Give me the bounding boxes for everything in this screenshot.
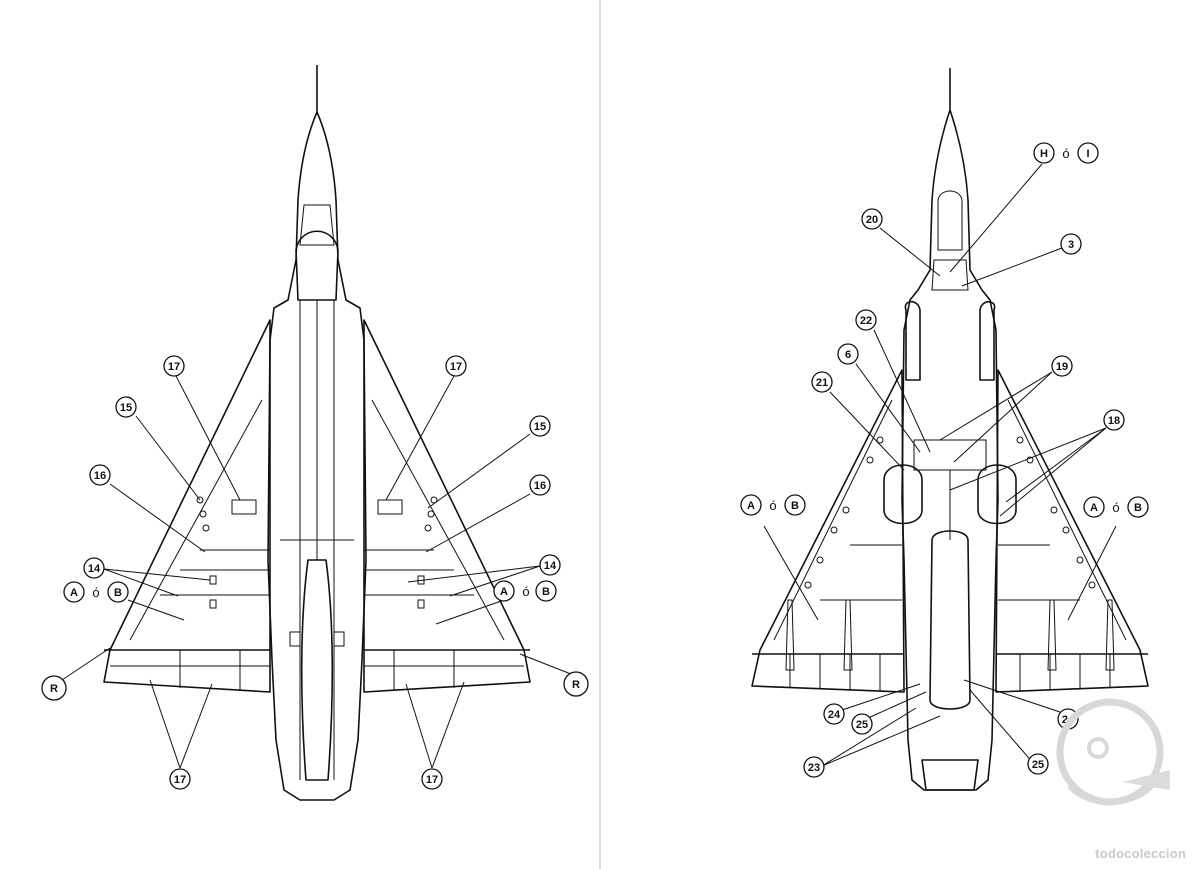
- callout-20: 20: [861, 208, 883, 230]
- svg-text:R: R: [572, 679, 580, 691]
- svg-text:17: 17: [168, 361, 180, 373]
- callout-B-right: B: [535, 580, 557, 602]
- callout-21: 21: [811, 371, 833, 393]
- svg-text:17: 17: [450, 361, 462, 373]
- svg-text:20: 20: [866, 214, 878, 226]
- svg-text:A: A: [70, 587, 78, 599]
- left-callouts: 17 17 15 15 16 16 14 14 A ó B A ó B R R …: [41, 355, 589, 790]
- svg-text:14: 14: [544, 560, 557, 572]
- callout-B-right-view-right: B: [1127, 496, 1149, 518]
- right-leader-lines: [763, 163, 1117, 767]
- svg-text:3: 3: [1068, 239, 1074, 251]
- svg-text:6: 6: [845, 349, 851, 361]
- svg-text:R: R: [50, 683, 58, 695]
- callout-A-left: A: [63, 581, 85, 603]
- connector-o: ó: [769, 498, 776, 513]
- callout-22: 22: [855, 309, 877, 331]
- svg-text:15: 15: [120, 402, 132, 414]
- callout-B-left: B: [107, 581, 129, 603]
- callout-R-left: R: [41, 675, 67, 701]
- svg-text:17: 17: [426, 774, 438, 786]
- connector-o: ó: [92, 585, 99, 600]
- callout-R-right: R: [563, 671, 589, 697]
- callout-17-top-right: 17: [445, 355, 467, 377]
- svg-text:14: 14: [88, 563, 101, 575]
- connector-o: ó: [1112, 500, 1119, 515]
- callout-16-left: 16: [89, 464, 111, 486]
- svg-text:I: I: [1086, 148, 1089, 160]
- right-aircraft-drawing: [751, 68, 1149, 791]
- svg-text:B: B: [114, 587, 122, 599]
- svg-text:19: 19: [1056, 361, 1068, 373]
- callout-17-bottom-right: 17: [421, 768, 443, 790]
- left-leader-lines: [61, 375, 577, 769]
- callout-A-right-view-left: A: [740, 494, 762, 516]
- callout-25-left: 25: [851, 713, 873, 735]
- callout-B-right-view-left: B: [784, 494, 806, 516]
- callout-I: I: [1077, 142, 1099, 164]
- callout-23: 23: [803, 756, 825, 778]
- callout-17-top-left: 17: [163, 355, 185, 377]
- callout-6: 6: [837, 343, 859, 365]
- callout-25-right: 25: [1027, 753, 1049, 775]
- callout-17-bottom-left: 17: [169, 768, 191, 790]
- svg-text:B: B: [542, 586, 550, 598]
- svg-text:B: B: [791, 500, 799, 512]
- svg-text:22: 22: [860, 315, 872, 327]
- svg-text:23: 23: [808, 762, 820, 774]
- callout-14-right: 14: [539, 554, 561, 576]
- callout-24-left: 24: [823, 703, 845, 725]
- callout-14-left: 14: [83, 557, 105, 579]
- svg-text:16: 16: [534, 480, 546, 492]
- svg-text:18: 18: [1108, 415, 1120, 427]
- watermark-logo-icon: [1056, 698, 1170, 806]
- svg-text:H: H: [1040, 148, 1048, 160]
- callout-A-right: A: [493, 580, 515, 602]
- callout-18: 18: [1103, 409, 1125, 431]
- svg-text:21: 21: [816, 377, 828, 389]
- svg-text:25: 25: [1032, 759, 1044, 771]
- svg-text:25: 25: [856, 719, 868, 731]
- watermark-text: todocoleccion: [1095, 846, 1186, 861]
- svg-text:15: 15: [534, 421, 546, 433]
- svg-text:B: B: [1134, 502, 1142, 514]
- callout-15-left: 15: [115, 396, 137, 418]
- callout-19: 19: [1051, 355, 1073, 377]
- connector-o: ó: [522, 584, 529, 599]
- right-callouts: H ó I 20 3 22 6 21 19 18 A ó B A ó B 24 …: [740, 142, 1149, 778]
- callout-16-right: 16: [529, 474, 551, 496]
- svg-text:A: A: [747, 500, 755, 512]
- left-aircraft-drawing: [103, 65, 531, 801]
- callout-3: 3: [1060, 233, 1082, 255]
- svg-text:16: 16: [94, 470, 106, 482]
- callout-15-right: 15: [529, 415, 551, 437]
- callout-H: H: [1033, 142, 1055, 164]
- svg-text:24: 24: [828, 709, 841, 721]
- svg-text:17: 17: [174, 774, 186, 786]
- svg-text:A: A: [500, 586, 508, 598]
- connector-o: ó: [1062, 146, 1069, 161]
- callout-A-right-view-right: A: [1083, 496, 1105, 518]
- svg-text:A: A: [1090, 502, 1098, 514]
